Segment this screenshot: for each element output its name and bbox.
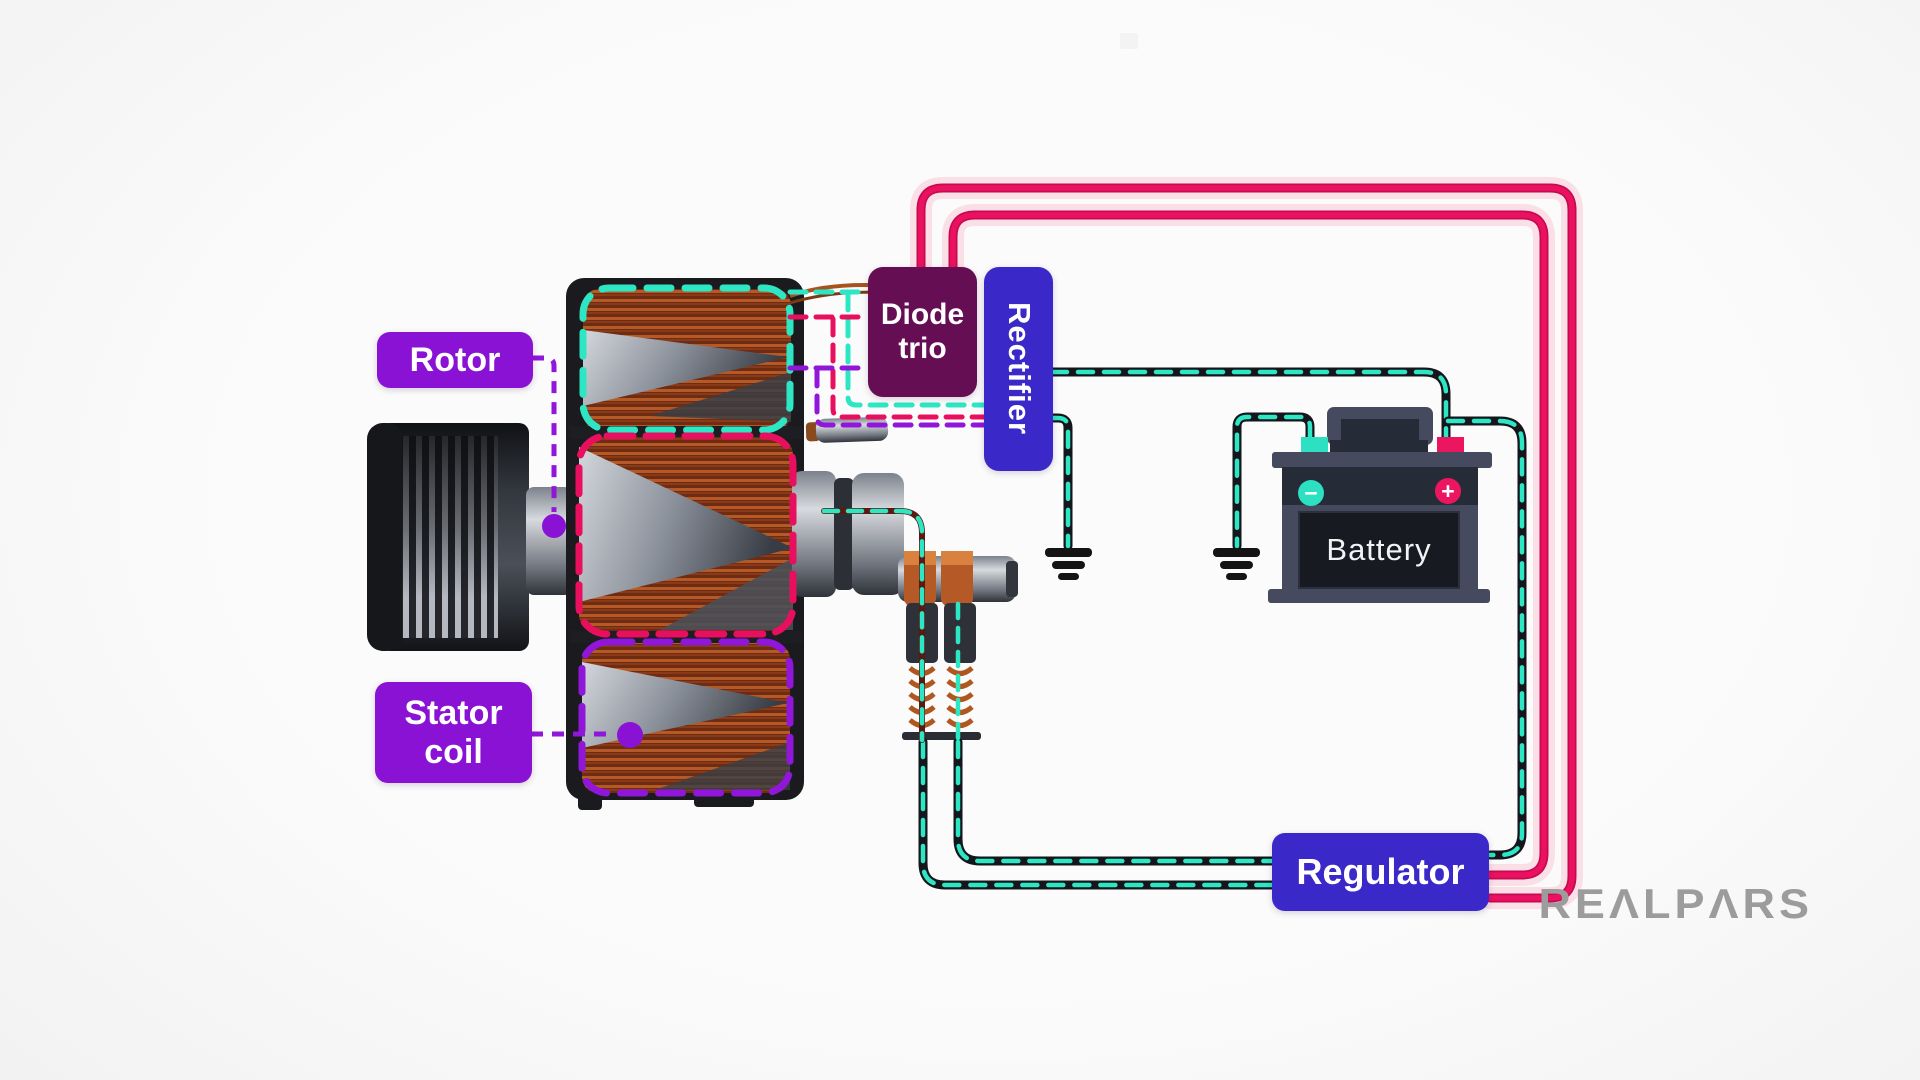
outline-top-teal	[579, 284, 794, 434]
ground-and-charge-wires	[821, 367, 1527, 890]
battery-plus-sign: +	[1435, 478, 1461, 504]
outline-bottom-violet	[578, 638, 794, 797]
wire-field-shaft	[821, 508, 925, 743]
diode-trio-label-text: Diode trio	[880, 298, 965, 365]
battery-handle-band	[1330, 440, 1428, 454]
battery-label-panel	[1298, 511, 1460, 589]
rotor-callout-line	[532, 355, 557, 512]
wire-red-loop	[910, 177, 1583, 909]
wire-rectifier-ground	[1049, 415, 1071, 549]
slip-rings	[904, 551, 973, 607]
alternator-3d	[367, 278, 1018, 810]
wire-rectifier-to-battery	[1049, 369, 1449, 443]
regulator-label: Regulator	[1272, 833, 1489, 911]
battery-minus-sign: −	[1298, 480, 1324, 506]
wire-battery-to-regulator	[1445, 418, 1525, 858]
stator-winding-bottom	[582, 643, 790, 793]
realpars-watermark: REΛLPΛRS	[1538, 880, 1813, 927]
stator-outlines	[575, 284, 797, 797]
player-artifact	[1120, 33, 1138, 49]
rotor-label-text: Rotor	[409, 340, 501, 379]
rotor-callout-dot	[542, 514, 566, 538]
battery-terminal-positive	[1437, 437, 1464, 454]
battery-lid	[1272, 452, 1492, 468]
rectifier-label-text: Rectifier	[1001, 302, 1037, 436]
phase-red-to-rectifier	[830, 316, 987, 420]
diode-trio-label: Diode trio	[868, 267, 977, 397]
regulator-label-text: Regulator	[1296, 850, 1465, 892]
battery-terminal-negative	[1301, 437, 1328, 454]
outline-middle-crimson	[575, 432, 797, 638]
wire-red-outer	[918, 185, 1575, 901]
wire-brush1-to-regulator	[920, 739, 1275, 888]
stator-winding-top	[583, 289, 791, 430]
ground-symbol-rectifier	[1045, 548, 1092, 580]
machine-foot	[578, 792, 602, 810]
wire-brush2-to-regulator	[955, 739, 1275, 864]
callouts	[531, 355, 643, 748]
pulley	[367, 423, 529, 651]
stator-winding-middle	[579, 437, 793, 633]
wire-rectifier-ground-base	[1047, 413, 1073, 551]
wire-red-inner	[950, 212, 1547, 878]
brushes	[902, 603, 981, 740]
phase-leads	[787, 289, 987, 428]
battery-base	[1268, 589, 1490, 603]
rectifier-label: Rectifier	[984, 267, 1053, 471]
ground-symbol-battery	[1213, 548, 1260, 580]
phase-violet-to-rectifier	[814, 367, 987, 428]
phase-teal-to-rectifier	[845, 291, 987, 408]
stator-callout-dot	[617, 722, 643, 748]
stator-coil-label: Stator coil	[375, 682, 532, 783]
battery-label: Battery	[1326, 532, 1432, 567]
front-shaft	[526, 487, 572, 595]
stator-coil-label-text: Stator coil	[404, 694, 503, 771]
rotor-label: Rotor	[377, 332, 533, 388]
wire-battery-ground	[1234, 414, 1313, 549]
wire-brush2-to-regulator-base	[953, 737, 1277, 866]
